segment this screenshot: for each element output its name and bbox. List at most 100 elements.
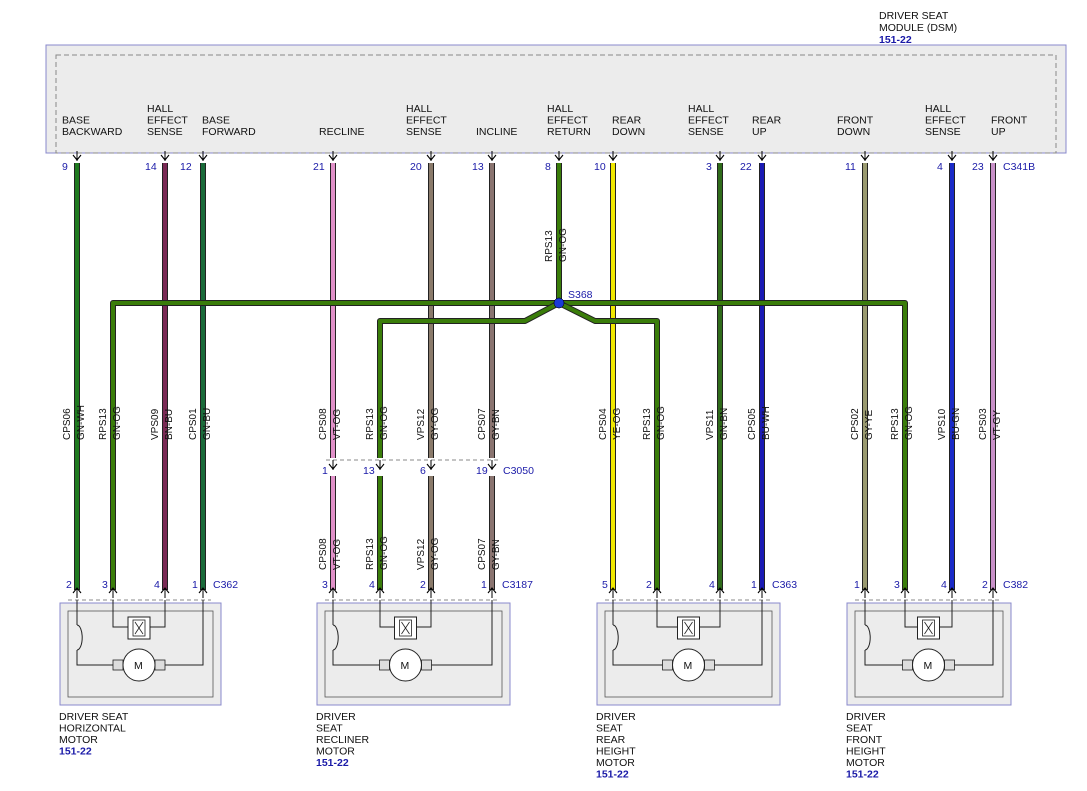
motor-caption-line: DRIVER SEAT	[59, 711, 129, 723]
motor-connector-name: C3187	[502, 579, 533, 591]
wire-circuit: CPS07	[477, 408, 488, 440]
module-pin-number: 11	[845, 161, 856, 173]
module-box	[45, 44, 1067, 154]
func-label-line: REAR	[752, 115, 782, 127]
module-title-line1: DRIVER SEAT	[879, 10, 949, 22]
wire-color: GN-OG	[558, 228, 569, 262]
func-label-line: SENSE	[147, 126, 183, 138]
motor-brush-left	[112, 659, 124, 671]
func-label-line: UP	[991, 126, 1006, 138]
inline-connector-name: C3050	[503, 465, 534, 477]
motor-pin-number: 2	[982, 579, 988, 591]
module-inner-box	[55, 54, 1057, 154]
hall-element-cross	[684, 621, 693, 635]
wire-color: GY-BN	[491, 409, 502, 440]
wire-color: VT-OG	[332, 409, 343, 440]
motor-pin-number: 2	[66, 579, 72, 591]
func-label-line: HALL	[406, 103, 432, 115]
wire-color: GN-WH	[76, 405, 87, 440]
module-pin-number: 12	[180, 161, 192, 173]
module-title-line2: MODULE (DSM)	[879, 22, 957, 34]
hall-element-cross	[134, 621, 144, 635]
motor-caption-line: MOTOR	[596, 757, 635, 769]
func-label-line: REAR	[612, 115, 642, 127]
motor-ref[interactable]: 151-22	[596, 769, 629, 781]
module-ref[interactable]: 151-22	[879, 34, 912, 46]
motor-pin-number: 4	[369, 579, 375, 591]
motor-pin-number: 4	[709, 579, 715, 591]
motor-pin-number: 4	[941, 579, 947, 591]
wire-circuit: RPS13	[544, 230, 555, 262]
hall-element-inner	[399, 619, 412, 637]
motor-caption-line: DRIVER	[846, 711, 886, 723]
motor-internal-wiring	[612, 600, 763, 666]
motor-symbol: M	[924, 660, 933, 672]
splice-label: S368	[568, 289, 593, 301]
motor-brush-left	[902, 659, 913, 671]
func-label-line: EFFECT	[406, 115, 447, 127]
motor-caption-line: MOTOR	[316, 746, 355, 758]
inline-pin-number: 6	[420, 465, 426, 477]
motor-pin-number: 1	[854, 579, 860, 591]
wire-color: VT-OG	[332, 539, 343, 570]
motor-ref[interactable]: 151-22	[59, 746, 92, 758]
func-label-line: HALL	[147, 103, 173, 115]
module-pin-number: 21	[313, 161, 325, 173]
motor-ref[interactable]: 151-22	[846, 769, 879, 781]
motor-icon	[389, 648, 422, 682]
motor-brush-left	[379, 659, 390, 671]
wire-color: BN-BU	[164, 409, 175, 440]
motor-caption-line: MOTOR	[846, 757, 885, 769]
motor-connector-name: C363	[772, 579, 797, 591]
motor-inner-box	[67, 610, 214, 698]
wire-circuit: RPS13	[98, 408, 109, 440]
motor-pin-number: 1	[751, 579, 757, 591]
motor-pin-number: 3	[894, 579, 900, 591]
wire-outline	[377, 300, 561, 458]
func-label-line: DOWN	[612, 126, 645, 138]
motor-symbol: M	[684, 660, 693, 672]
module-pin-number: 4	[937, 161, 943, 173]
module-pin-number: 14	[145, 161, 157, 173]
motor-brush-right	[421, 659, 432, 671]
wire-core	[378, 301, 560, 458]
splice-s368	[553, 297, 565, 309]
func-label-line: EFFECT	[147, 115, 188, 127]
inline-pin-number: 1	[322, 465, 328, 477]
motor-inner-box	[854, 610, 1004, 698]
motor-connector-name: C362	[213, 579, 238, 591]
func-label-line: EFFECT	[547, 115, 588, 127]
motor-inner-box	[324, 610, 503, 698]
wire-circuit: VPS09	[150, 408, 161, 440]
func-label-line: HALL	[547, 103, 573, 115]
wire-circuit: CPS08	[318, 538, 329, 570]
module-pin-number: 10	[594, 161, 606, 173]
motor-internal-wiring	[76, 600, 204, 666]
motor-caption-line: HEIGHT	[846, 746, 886, 758]
motor-ref[interactable]: 151-22	[316, 757, 349, 769]
hall-sensor-symbol	[612, 624, 619, 651]
wire-outline	[557, 300, 660, 590]
wire-circuit: CPS07	[477, 538, 488, 570]
wire-circuit: RPS13	[642, 408, 653, 440]
wire-color: GN-OG	[112, 406, 123, 440]
func-label-line: BACKWARD	[62, 126, 123, 138]
motor-pin-number: 1	[481, 579, 487, 591]
func-label-line: HALL	[925, 103, 951, 115]
